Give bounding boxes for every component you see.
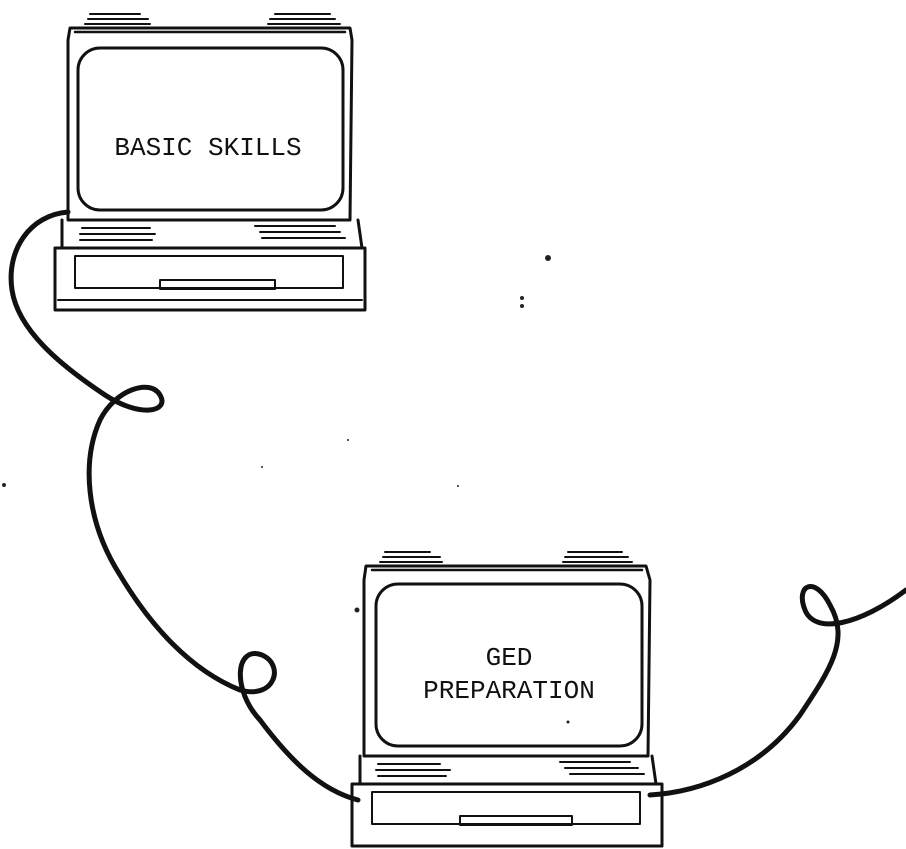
keyboard-basic-skills bbox=[53, 246, 367, 312]
keyboard-ged-preparation bbox=[350, 782, 664, 848]
screen-label-basic-skills: BASIC SKILLS bbox=[114, 133, 301, 163]
terminal-ged-preparation bbox=[350, 551, 664, 848]
connecting-cable bbox=[8, 209, 361, 803]
outgoing-cable bbox=[647, 584, 906, 798]
scan-specks bbox=[2, 255, 570, 724]
screen-basic-skills bbox=[76, 46, 345, 212]
screen-ged-preparation bbox=[374, 582, 644, 748]
terminal-basic-skills bbox=[53, 13, 367, 312]
screen-label-ged-line2: PREPARATION bbox=[423, 676, 595, 706]
screen-label-ged-line1: GED bbox=[486, 643, 533, 673]
